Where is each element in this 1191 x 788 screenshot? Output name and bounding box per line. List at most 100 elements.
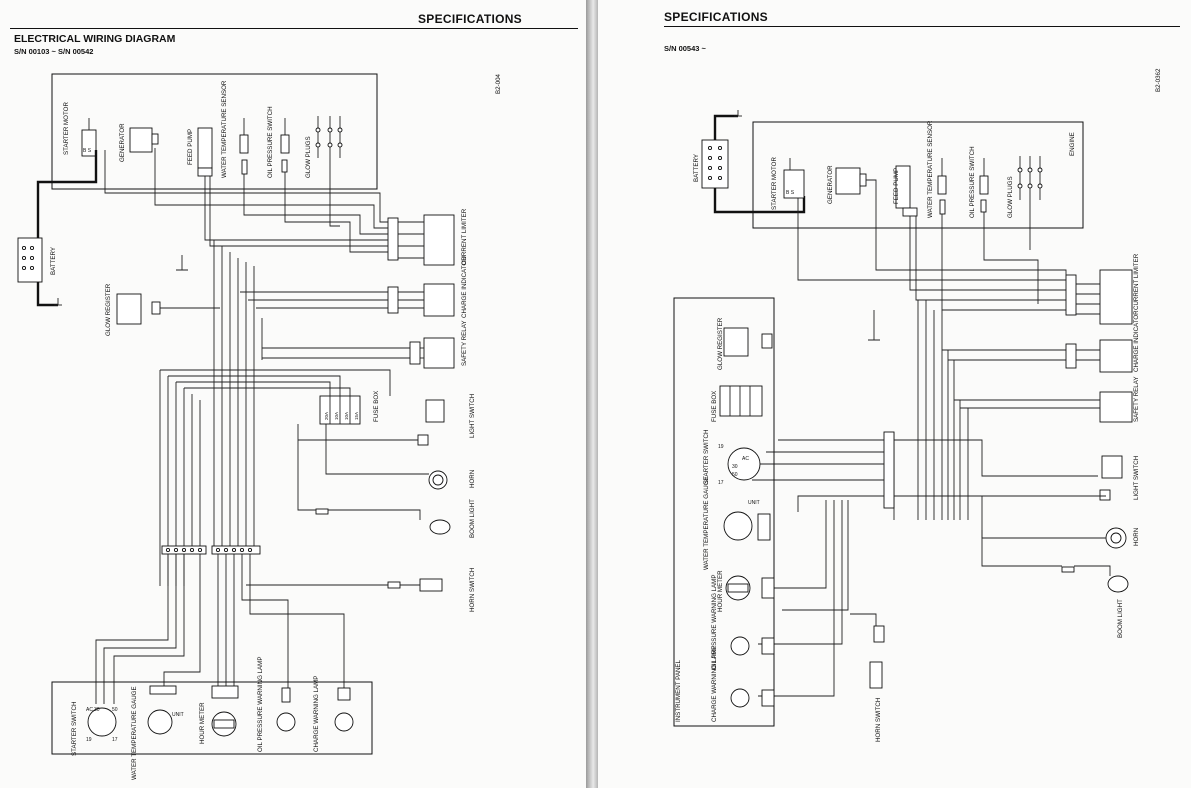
svg-text:HOUR METER: HOUR METER (199, 702, 206, 744)
svg-text:STARTER SWITCH: STARTER SWITCH (71, 702, 78, 756)
svg-text:HORN: HORN (1133, 528, 1140, 546)
left-fuse-box: 20A 10A 10A 15A FUSE BOX (319, 391, 380, 425)
right-battery: BATTERY (693, 139, 729, 189)
svg-text:10A: 10A (344, 412, 349, 420)
left-starter-motor: B S STARTER MOTOR (63, 102, 97, 157)
right-glow-register: GLOW REGISTER (717, 317, 773, 370)
svg-text:GENERATOR: GENERATOR (827, 165, 834, 204)
left-page-header: SPECIFICATIONS (418, 12, 522, 26)
left-hour-meter: HOUR METER (199, 685, 239, 744)
svg-text:19: 19 (86, 737, 92, 743)
svg-text:FUSE BOX: FUSE BOX (373, 391, 380, 422)
svg-text:STARTER MOTOR: STARTER MOTOR (771, 157, 778, 210)
right-glow-plugs: GLOW PLUGS (1007, 156, 1043, 218)
right-safety-relay: SAFETY RELAY (1099, 376, 1140, 423)
svg-text:HORN SWITCH: HORN SWITCH (875, 698, 882, 742)
svg-text:OIL PRESSURE SWITCH: OIL PRESSURE SWITCH (267, 106, 274, 178)
svg-text:B S: B S (786, 190, 795, 196)
right-harness-wires (752, 179, 1111, 697)
svg-text:OIL PRESSURE WARNING LAMP: OIL PRESSURE WARNING LAMP (257, 657, 264, 752)
svg-text:STARTER MOTOR: STARTER MOTOR (63, 102, 70, 155)
right-current-limiter: CURRENT LIMITER (1065, 253, 1140, 325)
right-page-header: SPECIFICATIONS (664, 10, 768, 24)
svg-text:HORN SWITCH: HORN SWITCH (469, 568, 476, 612)
left-current-limiter: CURRENT LIMITER (387, 208, 468, 266)
left-serial-range: S/N 00103 ~ S/N 00542 (14, 47, 94, 56)
left-water-temp-gauge: UNIT WATER TEMPERATURE GAUGE (131, 685, 184, 780)
left-figure-code: B2-004 (495, 73, 502, 94)
right-oil-pressure-lamp: OIL PRESSURE WARNING LAMP (711, 575, 775, 670)
right-charge-indicator: CHARGE INDICATOR (1065, 310, 1140, 373)
left-harness-connectors (161, 545, 261, 555)
diagram-title: ELECTRICAL WIRING DIAGRAM (14, 33, 176, 45)
svg-text:GLOW REGISTER: GLOW REGISTER (717, 317, 724, 370)
svg-text:WATER TEMPERATURE SENSOR: WATER TEMPERATURE SENSOR (221, 80, 228, 178)
left-generator: GENERATOR (119, 123, 159, 162)
left-water-temp-sensor: WATER TEMPERATURE SENSOR (221, 80, 249, 178)
right-battery-ground-cable (713, 114, 738, 140)
svg-text:SAFETY RELAY: SAFETY RELAY (461, 320, 468, 366)
right-horn: HORN (1105, 527, 1140, 549)
svg-text:FUSE BOX: FUSE BOX (711, 391, 718, 422)
left-page: SPECIFICATIONS ELECTRICAL WIRING DIAGRAM… (0, 0, 586, 788)
svg-text:AC: AC (86, 707, 93, 713)
svg-text:19: 19 (718, 444, 724, 450)
left-horn-switch: HORN SWITCH (387, 568, 476, 612)
svg-text:BOOM LIGHT: BOOM LIGHT (469, 499, 476, 538)
left-glow-register: GLOW REGISTER (105, 283, 161, 336)
svg-text:CHARGE INDICATOR: CHARGE INDICATOR (1133, 310, 1140, 372)
engine-label: ENGINE (1069, 132, 1076, 156)
right-hour-meter: HOUR METER (717, 570, 775, 612)
svg-text:30: 30 (732, 464, 738, 470)
left-charge-lamp: CHARGE WARNING LAMP (313, 676, 354, 752)
svg-text:BATTERY: BATTERY (50, 247, 57, 275)
svg-text:GLOW PLUGS: GLOW PLUGS (1007, 176, 1014, 218)
svg-text:FEED PUMP: FEED PUMP (187, 129, 194, 165)
svg-text:WATER TEMPERATURE GAUGE: WATER TEMPERATURE GAUGE (131, 686, 138, 780)
right-starter-motor: B S STARTER MOTOR (771, 157, 805, 210)
svg-text:UNIT: UNIT (748, 500, 760, 506)
svg-text:CHARGE WARNING LAMP: CHARGE WARNING LAMP (711, 646, 718, 722)
right-oil-pressure-switch: OIL PRESSURE SWITCH (969, 146, 989, 218)
svg-text:15A: 15A (354, 412, 359, 420)
right-water-temp-gauge: UNIT WATER TEMPERATURE GAUGE (703, 476, 771, 570)
left-battery-cable-ground (36, 282, 58, 307)
left-instrument-panel (51, 681, 373, 755)
svg-text:BATTERY: BATTERY (693, 154, 700, 182)
svg-text:50: 50 (112, 707, 118, 713)
svg-text:CHARGE WARNING LAMP: CHARGE WARNING LAMP (313, 676, 320, 752)
right-header-rule (664, 26, 1180, 27)
right-water-temp-sensor: WATER TEMPERATURE SENSOR (927, 120, 947, 218)
right-horn-switch: HORN SWITCH (869, 625, 885, 742)
left-light-switch: LIGHT SWITCH (417, 394, 476, 446)
right-serial-range: S/N 00543 ~ (664, 44, 706, 53)
svg-text:WATER TEMPERATURE GAUGE: WATER TEMPERATURE GAUGE (703, 476, 710, 570)
svg-text:GLOW REGISTER: GLOW REGISTER (105, 283, 112, 336)
svg-text:FEED PUMP: FEED PUMP (893, 168, 900, 204)
left-harness-wires (104, 148, 429, 586)
svg-text:UNIT: UNIT (172, 712, 184, 718)
svg-text:HOUR METER: HOUR METER (717, 570, 724, 612)
right-generator: GENERATOR (827, 165, 867, 204)
svg-text:17: 17 (112, 737, 118, 743)
left-engine-box (51, 73, 378, 190)
svg-text:OIL PRESSURE SWITCH: OIL PRESSURE SWITCH (969, 146, 976, 218)
left-starter-switch: AC 30 50 19 17 STARTER SWITCH (71, 702, 118, 756)
svg-text:STARTER SWITCH: STARTER SWITCH (703, 430, 710, 484)
right-battery-positive-cable (713, 188, 806, 214)
svg-text:CHARGE INDICATOR: CHARGE INDICATOR (461, 256, 468, 318)
left-boom-light: BOOM LIGHT (315, 499, 476, 538)
right-boom-light: BOOM LIGHT (1061, 566, 1129, 638)
svg-text:OIL PRESSURE WARNING LAMP: OIL PRESSURE WARNING LAMP (711, 575, 718, 670)
book-gutter (586, 0, 598, 788)
svg-text:WATER TEMPERATURE SENSOR: WATER TEMPERATURE SENSOR (927, 120, 934, 218)
right-charge-lamp: CHARGE WARNING LAMP (711, 646, 775, 722)
svg-text:GLOW PLUGS: GLOW PLUGS (305, 136, 312, 178)
svg-text:CURRENT LIMITER: CURRENT LIMITER (461, 208, 468, 265)
left-header-rule (10, 28, 578, 29)
right-starter-switch: AC 30 50 19 17 STARTER SWITCH (703, 430, 761, 486)
right-fuse-box: FUSE BOX (711, 385, 763, 422)
right-engine-box (752, 121, 1084, 229)
right-page: SPECIFICATIONS S/N 00543 ~ B2-0362 ENGIN… (598, 0, 1191, 788)
